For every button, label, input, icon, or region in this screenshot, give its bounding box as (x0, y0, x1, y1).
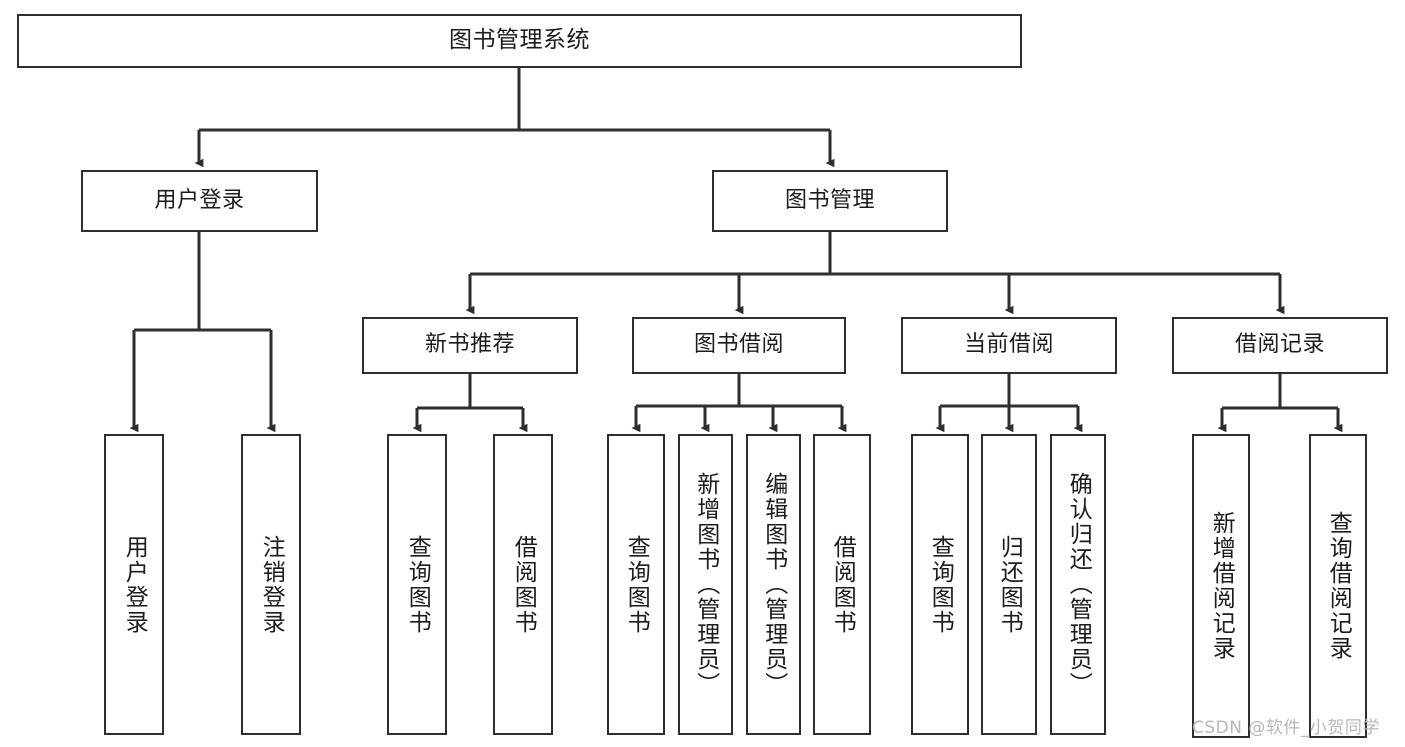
node-label: 用户登录 (154, 187, 245, 213)
leaf-book-borrow-borrow-book[interactable]: 借阅图书 (813, 434, 871, 735)
leaf-user-login-logout[interactable]: 注销登录 (241, 434, 301, 735)
node-label: 图书管理 (784, 187, 875, 213)
node-label: 图书管理系统 (449, 27, 590, 54)
node-label: 查询图书 (623, 534, 650, 635)
leaf-book-borrow-query-book[interactable]: 查询图书 (607, 434, 665, 735)
node-label: 借阅图书 (829, 534, 856, 635)
node-label: 确认归还（管理员） (1065, 472, 1092, 697)
node-label: 新增图书（管理员） (692, 472, 719, 697)
node-user-login[interactable]: 用户登录 (81, 170, 318, 232)
leaf-user-login-login[interactable]: 用户登录 (104, 434, 164, 735)
leaf-borrow-record-query-record[interactable]: 查询借阅记录 (1309, 434, 1367, 738)
leaf-current-borrow-return-book[interactable]: 归还图书 (981, 434, 1037, 735)
csdn-watermark: CSDN @软件_小贺同学 (1192, 718, 1380, 738)
node-label: 查询图书 (404, 534, 431, 635)
leaf-book-borrow-add-book-admin[interactable]: 新增图书（管理员） (678, 434, 733, 735)
node-label: 新增借阅记录 (1208, 511, 1235, 661)
leaf-current-borrow-confirm-return-admin[interactable]: 确认归还（管理员） (1050, 434, 1106, 735)
node-label: 查询借阅记录 (1325, 511, 1352, 661)
node-label: 借阅记录 (1234, 332, 1325, 358)
node-label: 当前借阅 (963, 332, 1054, 358)
node-label: 注销登录 (258, 534, 285, 635)
leaf-new-book-borrow-book[interactable]: 借阅图书 (493, 434, 553, 735)
node-label: 查询图书 (927, 534, 954, 635)
node-book-borrow[interactable]: 图书借阅 (632, 317, 846, 374)
node-label: 新书推荐 (424, 332, 515, 358)
leaf-borrow-record-add-record[interactable]: 新增借阅记录 (1192, 434, 1250, 738)
node-borrow-record[interactable]: 借阅记录 (1172, 317, 1388, 374)
leaf-new-book-query-book[interactable]: 查询图书 (387, 434, 447, 735)
node-label: 借阅图书 (510, 534, 537, 635)
node-new-book-recommend[interactable]: 新书推荐 (362, 317, 578, 374)
node-label: 用户登录 (121, 534, 148, 635)
node-current-borrow[interactable]: 当前借阅 (901, 317, 1117, 374)
node-book-management[interactable]: 图书管理 (712, 170, 948, 232)
node-label: 图书借阅 (693, 332, 784, 358)
leaf-current-borrow-query-book[interactable]: 查询图书 (911, 434, 969, 735)
node-root-system[interactable]: 图书管理系统 (17, 14, 1022, 68)
node-label: 编辑图书（管理员） (760, 472, 787, 697)
node-label: 归还图书 (996, 534, 1023, 635)
leaf-book-borrow-edit-book-admin[interactable]: 编辑图书（管理员） (746, 434, 801, 735)
